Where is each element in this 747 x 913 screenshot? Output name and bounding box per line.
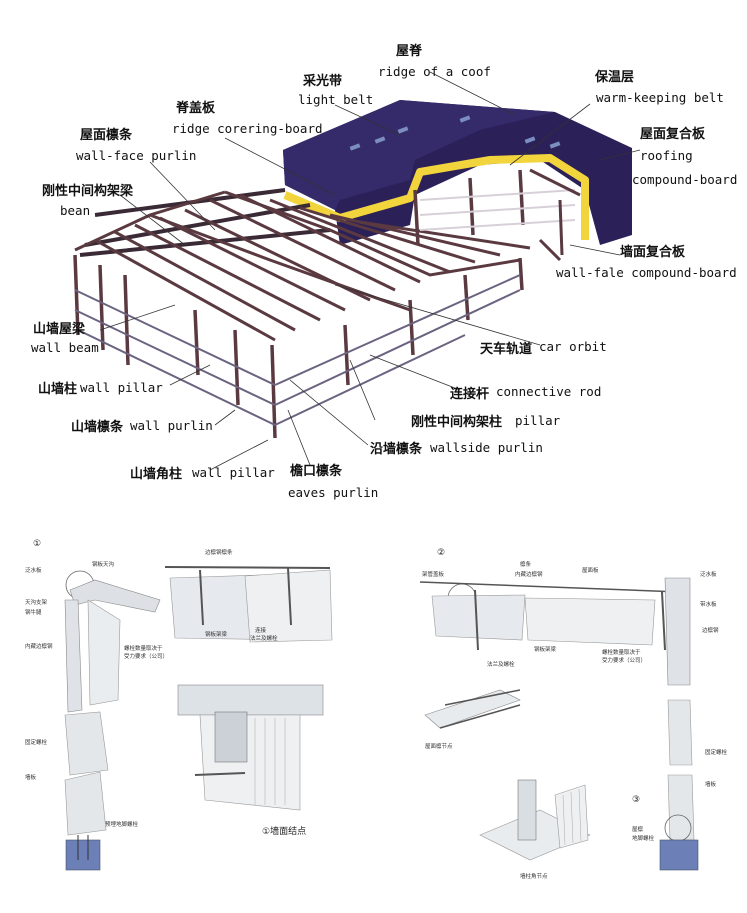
dl-note-g: 螺栓数量取决于 <box>124 646 163 652</box>
skylights <box>349 115 561 151</box>
detail-left-marker: ① <box>33 539 42 549</box>
dr-note-c: 屋面板 <box>582 568 599 574</box>
dl-note-g2: 受力要求（公司） <box>124 654 169 660</box>
detail-left-drawing <box>64 566 333 871</box>
dr-note-h: 螺栓数量取决于 <box>602 650 641 656</box>
dl-note-j: 法兰及螺栓 <box>250 636 278 642</box>
label-wall-beam-cn: 山墙屋梁 <box>33 322 86 337</box>
dl-note-i: 连接 <box>255 628 267 634</box>
dr-note-l: 墙柱角节点 <box>520 874 548 880</box>
dr-note-j: 边檩钢 <box>702 628 719 634</box>
dr-note-f: 法兰及螺栓 <box>487 662 515 668</box>
roof-panel <box>283 100 555 210</box>
label-wallside-cn: 沿墙檩条 <box>370 442 423 457</box>
label-roof-board-cn: 屋面复合板 <box>640 127 706 142</box>
dr-note-n: 墙板 <box>705 782 717 788</box>
label-mid-pillar-en: pillar <box>515 413 561 428</box>
detail-right-marker-3: ③ <box>632 795 641 805</box>
detail-right-drawing <box>419 577 699 871</box>
label-wallside-en: wallside purlin <box>430 440 543 455</box>
label-car-orbit-en: car orbit <box>539 339 607 354</box>
dl-note-k: 固定螺栓 <box>25 740 48 746</box>
dr-note-b: 内藏边檩钢 <box>515 572 543 578</box>
dr-note-d: 泛水板 <box>700 572 717 578</box>
label-wall-board-cn: 墙面复合板 <box>620 245 686 260</box>
label-wall-board-en: wall-fale compound-board <box>556 265 737 280</box>
label-car-orbit-cn: 天车轨道 <box>480 342 533 357</box>
dr-note-p: 地脚螺栓 <box>632 836 655 842</box>
label-roof-board-en1: roofing <box>640 148 693 163</box>
label-light-belt-en: light belt <box>298 92 374 107</box>
label-wall-pillar-cn: 山墙柱 <box>38 382 78 397</box>
dl-note-h: 钢板架梁 <box>205 632 228 638</box>
label-connective-cn: 连接杆 <box>450 387 490 402</box>
pillars <box>73 169 525 439</box>
dr-note-e: 架管盖板 <box>422 572 445 578</box>
label-wall-pillar-en: wall pillar <box>80 380 163 395</box>
label-warm-en: warm-keeping belt <box>596 90 724 105</box>
interior-frames <box>419 189 576 231</box>
dl-note-f: 边檩钢檩条 <box>205 550 233 556</box>
label-eaves-cn: 檐口檩条 <box>290 464 343 479</box>
insulation-layer <box>283 154 589 240</box>
label-corner-pillar-en: wall pillar <box>192 465 275 480</box>
label-beam-en: bean <box>60 203 91 218</box>
label-light-belt-cn: 采光带 <box>303 74 343 89</box>
detail-right-marker-2: ② <box>437 548 446 558</box>
label-wall-purlin-en: wall purlin <box>130 418 213 433</box>
label-ridge-cover-en: ridge corering-board <box>172 121 323 136</box>
dr-note-a: 檩条 <box>520 562 532 568</box>
dl-note-b: 天沟支架 <box>25 600 48 606</box>
dr-note-m: 固定螺栓 <box>705 750 728 756</box>
end-frame <box>529 168 581 262</box>
dl-note-l: 墙板 <box>25 775 37 781</box>
label-wall-face-purlin-cn: 屋面檩条 <box>80 128 133 143</box>
label-ridge-cn: 屋脊 <box>396 44 423 59</box>
label-warm-cn: 保温层 <box>595 70 635 85</box>
frame-members <box>74 190 531 342</box>
label-wall-beam-en: wall beam <box>31 340 99 355</box>
dl-note-d: 内藏边檩钢 <box>25 644 53 650</box>
detail-left-caption: ①墙面结点 <box>262 827 307 837</box>
label-corner-pillar-cn: 山墙角柱 <box>130 467 183 482</box>
dl-note-c: 钢牛腿 <box>25 610 42 616</box>
label-roof-board-en2: compound-board <box>632 172 738 187</box>
dr-note-g: 钢板架梁 <box>534 647 557 653</box>
dr-note-i: 带水板 <box>700 602 717 608</box>
dl-note-m: 预埋地脚螺栓 <box>105 822 139 828</box>
dr-note-h2: 受力要求（公司） <box>602 658 647 664</box>
dl-note-e: 钢板天沟 <box>92 562 115 568</box>
dr-note-k: 屋面檩节点 <box>425 744 453 750</box>
label-wall-purlin-cn: 山墙檩条 <box>71 420 124 435</box>
label-wall-face-purlin-en: wall-face purlin <box>76 148 197 163</box>
label-ridge-cover-cn: 脊盖板 <box>176 101 216 116</box>
leader-lines <box>99 71 641 471</box>
label-mid-pillar-cn: 刚性中间构架柱 <box>411 415 503 430</box>
label-connective-en: connective rod <box>496 384 602 399</box>
label-eaves-en: eaves purlin <box>288 485 379 500</box>
wall-purlins <box>74 274 521 426</box>
label-ridge-en: ridge of a coof <box>378 64 491 79</box>
label-beam-cn: 刚性中间构架梁 <box>42 184 134 199</box>
dr-note-o: 屋檩 <box>632 827 644 833</box>
dl-note-a: 泛水板 <box>25 568 42 574</box>
